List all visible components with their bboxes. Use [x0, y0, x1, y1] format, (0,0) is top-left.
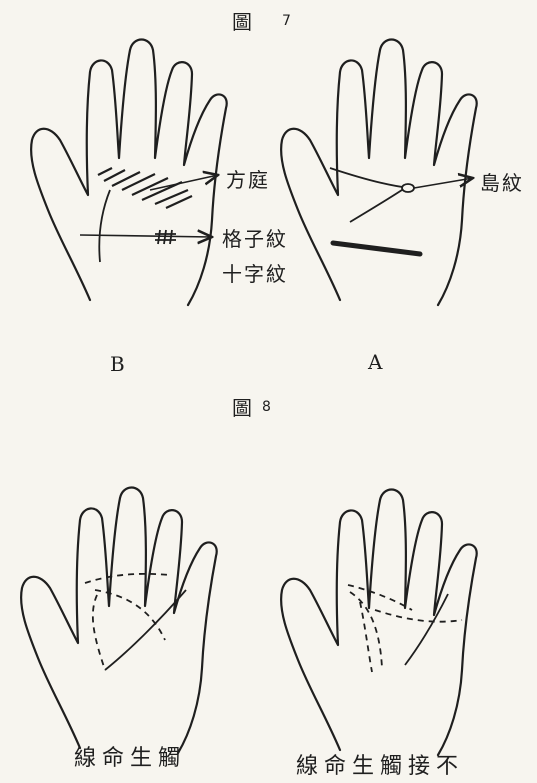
- fig8-palm-left: [19, 486, 218, 755]
- fig7-a-thick-line: [330, 240, 423, 257]
- fig7-palm-b: [29, 38, 228, 307]
- fig8-palm-right: [279, 488, 478, 757]
- fig8-left-life-line: [91, 594, 106, 671]
- fig7-label-b: B: [110, 352, 125, 376]
- fig7-palm-a: [279, 38, 478, 307]
- fig7-label-a: A: [368, 350, 383, 374]
- fig7-b-life-line: [98, 189, 111, 263]
- gezi-label: 格子紋: [222, 227, 288, 251]
- fig7-a-head-line: [349, 187, 406, 223]
- fig8-caption-right: 線命生觸接不: [296, 754, 465, 779]
- fangting-arrow: [149, 175, 218, 191]
- fangting-hatch: [97, 167, 193, 209]
- fig8-right-mid-line: [374, 609, 463, 623]
- shizi-label: 十字紋: [222, 262, 288, 286]
- fig8-left-head-line: [94, 589, 166, 641]
- fig8-title-char: 圖: [232, 396, 262, 420]
- dao-arrow: [413, 178, 473, 189]
- fig8-right-fate-line: [404, 593, 449, 666]
- fig8-caption-left: 線命生觸: [74, 746, 187, 771]
- fangting-label: 方庭: [226, 168, 270, 192]
- fig8-right-life-line: [359, 601, 373, 673]
- island-mark: [401, 183, 415, 193]
- fig8-left-fate-line: [104, 589, 187, 671]
- fig8-left-heart-line: [84, 572, 171, 584]
- fig8-number: 8: [262, 399, 271, 415]
- fig8-right-heart-line: [347, 584, 413, 611]
- fig7-title-char: 圖: [232, 10, 262, 34]
- fig8-right-head-line: [349, 591, 383, 669]
- gezi-arrow: [79, 235, 212, 237]
- fig7-a-heart-line: [329, 167, 411, 189]
- fig7-number: 7: [282, 13, 291, 29]
- dao-label: 島紋: [480, 171, 524, 195]
